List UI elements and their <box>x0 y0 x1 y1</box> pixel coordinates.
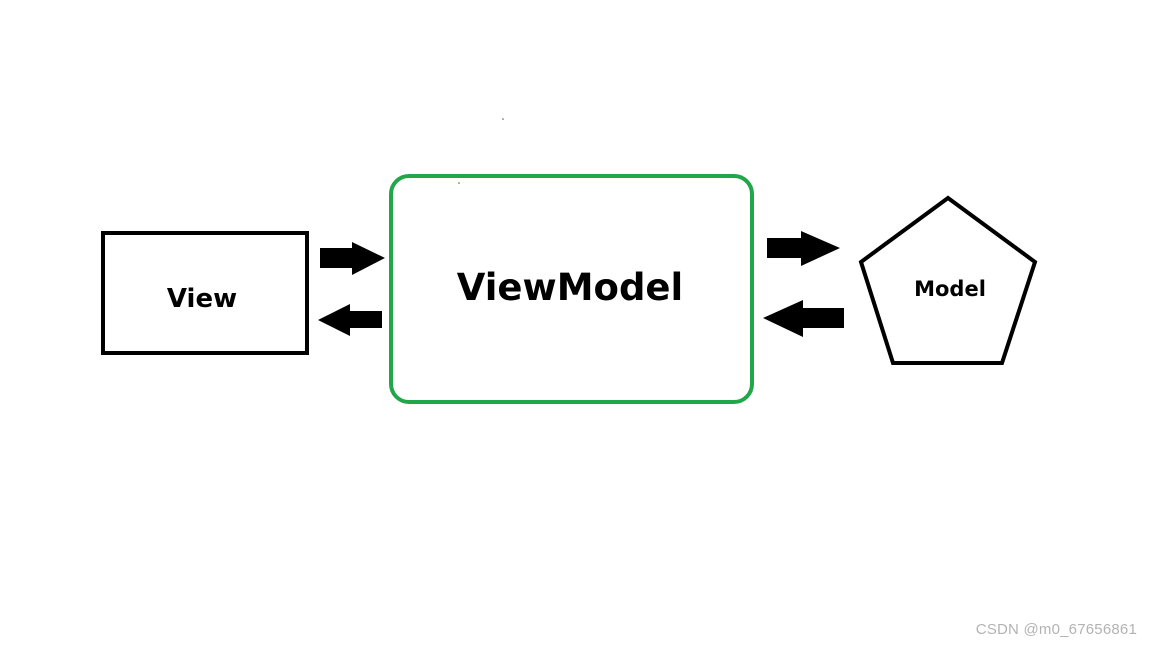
arrow-viewmodel-to-model <box>767 231 840 266</box>
stray-dot <box>458 182 460 184</box>
view-box <box>101 231 309 355</box>
arrow-view-to-viewmodel <box>320 242 385 275</box>
model-label: Model <box>914 277 986 301</box>
viewmodel-label: ViewModel <box>457 266 683 309</box>
viewmodel-box <box>389 174 754 404</box>
view-label: View <box>167 284 237 314</box>
model-pentagon <box>858 195 1038 365</box>
arrow-viewmodel-to-view <box>318 304 382 336</box>
viewmodel-node: ViewModel <box>389 174 754 404</box>
watermark-text: CSDN @m0_67656861 <box>975 621 1137 638</box>
arrow-model-to-viewmodel <box>763 300 844 337</box>
model-node: Model <box>858 195 1038 365</box>
view-node: View <box>101 231 309 355</box>
stray-dot <box>502 118 504 120</box>
